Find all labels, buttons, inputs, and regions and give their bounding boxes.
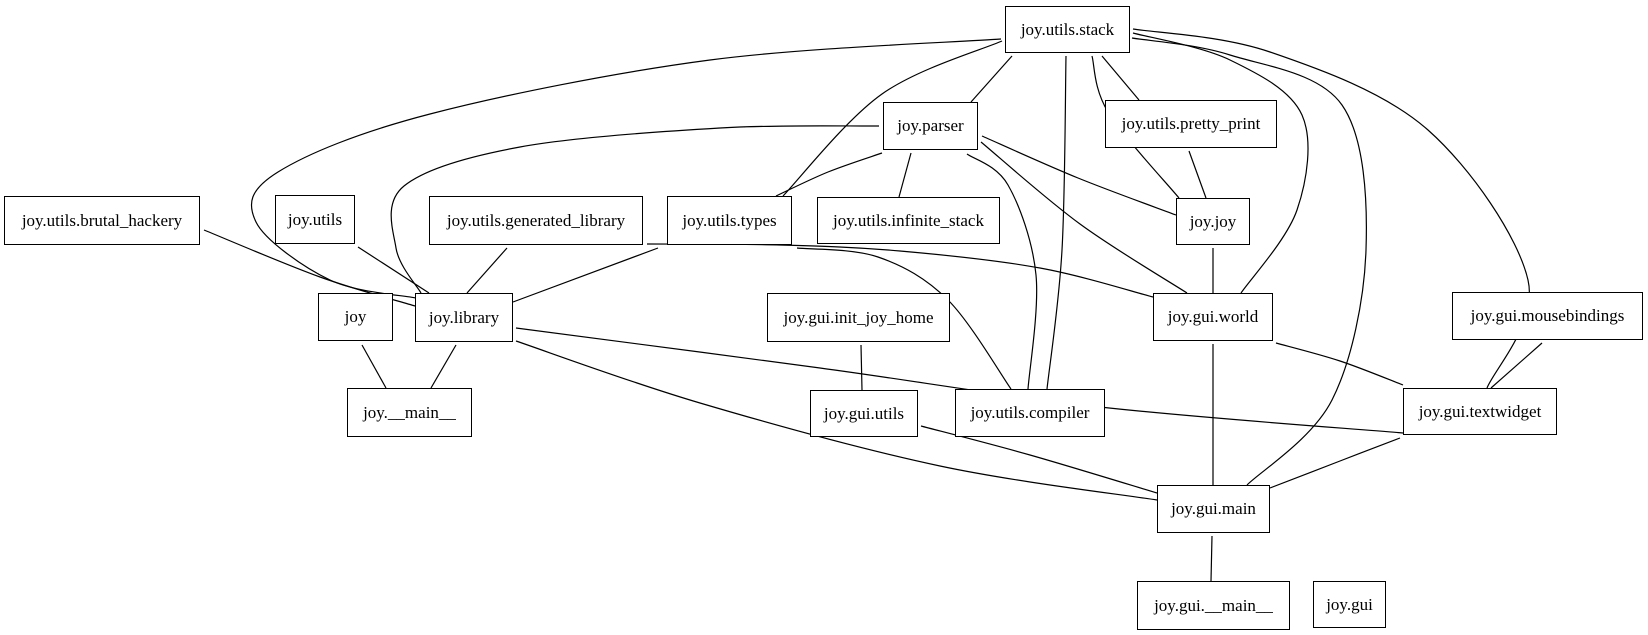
edge-joy.gui.textwidget-to-joy.gui.mousebindings [1490,342,1543,389]
graph-node-joy.utils.pretty_print: joy.utils.pretty_print [1105,100,1277,148]
graph-node-joy.gui.utils: joy.gui.utils [810,390,918,437]
graph-node-label: joy.utils [287,209,343,229]
edge-joy.utils.infinite_stack-to-joy.parser [898,152,912,198]
graph-node-joy.__main__: joy.__main__ [347,388,472,437]
graph-node-joy: joy [318,293,393,341]
graph-node-joy.utils.brutal_hackery: joy.utils.brutal_hackery [4,196,200,245]
graph-node-label: joy.gui.utils [823,403,905,423]
edge-joy.gui.main-to-joy.utils.stack [1131,37,1367,486]
graph-node-joy.joy: joy.joy [1176,198,1250,245]
graph-node-label: joy.utils.infinite_stack [833,210,984,230]
graph-node-label: joy.utils.stack [1020,19,1115,39]
graph-node-label: joy.library [428,307,500,327]
graph-node-label: joy.gui.world [1167,307,1259,326]
edge-joy.utils.compiler-to-joy.utils.types [796,247,1012,390]
graph-node-label: joy.utils.pretty_print [1121,114,1261,133]
graph-node-label: joy.utils.compiler [970,403,1090,422]
graph-node-label: joy.gui.mousebindings [1470,306,1625,325]
graph-node-label: joy.__main__ [363,402,456,422]
edge-joy.utils.pretty_print-to-joy.utils.stack [1101,55,1140,101]
graph-node-label: joy.joy [1189,211,1237,231]
edge-joy.gui.__main__-to-joy.gui.main [1210,535,1213,582]
edge-joy.library-to-joy.utils.stack [250,38,1002,299]
edge-joy.utils.types-to-joy.parser [775,152,883,197]
edge-joy.__main__-to-joy [361,344,387,389]
graph-node-label: joy.utils.types [682,210,777,230]
graph-node-label: joy.utils.generated_library [446,210,626,230]
edge-joy.library-to-joy.parser [390,125,880,294]
graph-node-joy.utils.compiler: joy.utils.compiler [955,389,1105,437]
graph-node-joy.parser: joy.parser [883,102,978,150]
edge-joy.library-to-joy.utils.types [512,247,659,303]
graph-node-joy.library: joy.library [415,293,513,342]
edge-joy.library-to-joy.utils.generated_library [466,247,508,294]
edge-joy.library-to-joy.utils [357,246,430,294]
edge-joy.parser-to-joy.utils.stack [970,55,1013,103]
graph-node-label: joy.gui.__main__ [1154,595,1273,615]
edge-joy.gui.world-to-joy.utils.stack [1132,32,1309,294]
edge-joy.joy-to-joy.parser [981,135,1177,216]
graph-node-joy.gui.mousebindings: joy.gui.mousebindings [1452,292,1643,340]
graph-node-label: joy.utils.brutal_hackery [21,210,183,230]
edge-joy.utils.compiler-to-joy.parser [966,153,1038,390]
edge-joy.joy-to-joy.utils.pretty_print [1188,150,1207,199]
edge-joy.gui.utils-to-joy.gui.init_joy_home [860,344,863,391]
graph-node-label: joy.gui.textwidget [1418,401,1542,421]
edge-joy.gui.textwidget-to-joy.library [515,327,1404,434]
graph-node-joy.utils.infinite_stack: joy.utils.infinite_stack [817,197,1000,244]
graph-node-label: joy.gui [1326,594,1373,614]
edge-joy.gui.main-to-joy.gui.textwidget [1269,437,1401,489]
graph-node-joy.gui.__main__: joy.gui.__main__ [1137,581,1290,630]
edge-joy.gui.world-to-joy.parser [980,141,1188,294]
graph-node-joy.gui.main: joy.gui.main [1157,485,1270,533]
graph-node-joy.gui.init_joy_home: joy.gui.init_joy_home [767,293,950,342]
graph-node-label: joy.gui.main [1171,499,1256,518]
graph-node-joy.gui.textwidget: joy.gui.textwidget [1403,388,1557,435]
graph-node-joy.utils: joy.utils [275,195,355,244]
edge-joy.gui.world-to-joy.utils.generated_library [646,243,1154,298]
graph-node-joy.gui: joy.gui [1313,581,1386,628]
edge-joy.utils.compiler-to-joy.utils.stack [1046,55,1067,390]
edge-joy.gui.textwidget-to-joy.gui.world [1275,342,1404,386]
edge-joy.utils.types-to-joy.utils.stack [782,40,1003,197]
graph-node-label: joy.parser [897,116,964,135]
graph-node-joy.utils.stack: joy.utils.stack [1005,6,1130,53]
graph-node-joy.utils.types: joy.utils.types [667,196,792,245]
graph-node-joy.utils.generated_library: joy.utils.generated_library [429,196,643,245]
graph-node-label: joy [344,307,367,326]
edge-joy.gui.main-to-joy.gui.utils [920,425,1158,494]
edge-joy.__main__-to-joy.library [430,344,457,389]
edge-joy.gui.main-to-joy.library [515,340,1158,501]
graph-node-joy.gui.world: joy.gui.world [1153,293,1273,341]
graph-node-label: joy.gui.init_joy_home [783,307,934,327]
